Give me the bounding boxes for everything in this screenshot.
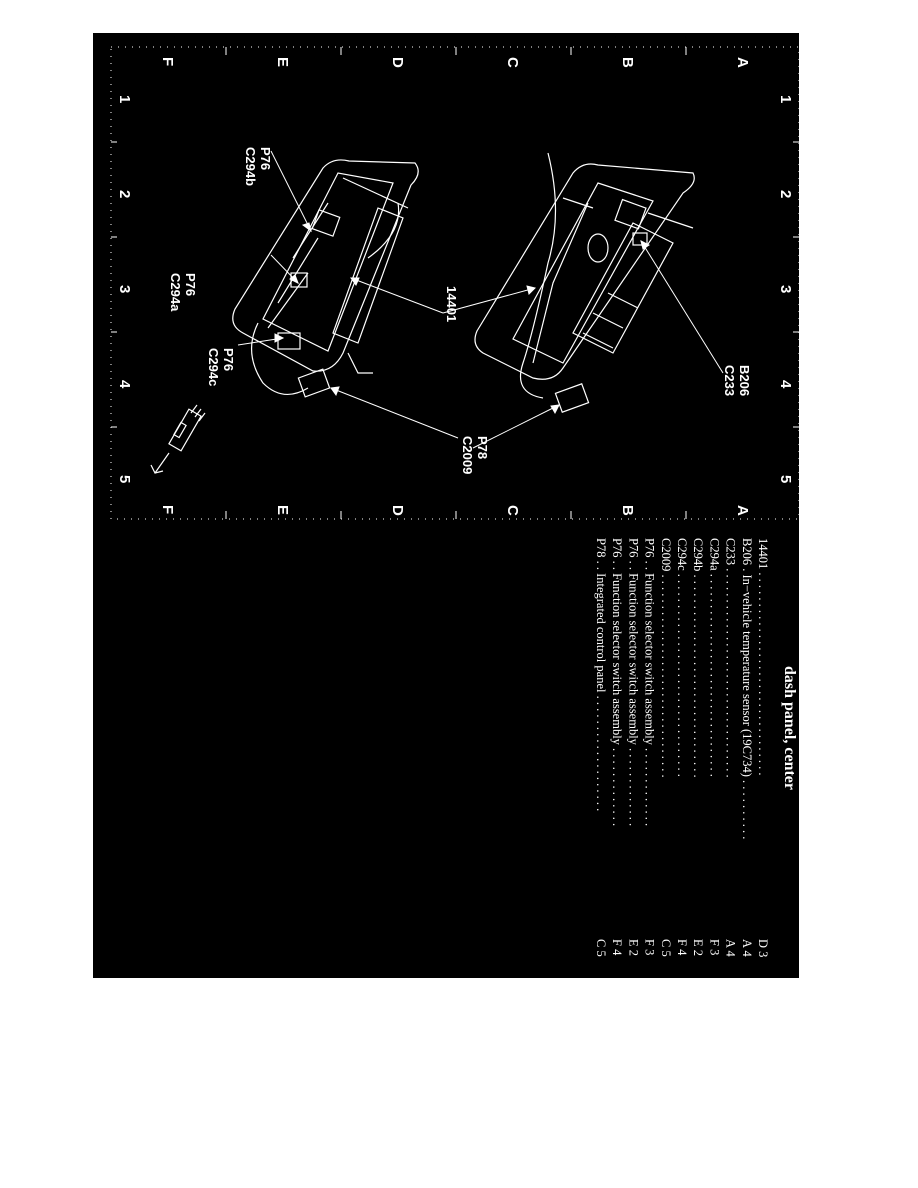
grid-row-label-top: B xyxy=(619,57,636,68)
legend-item-code: 14401 . . . . . . . . . . . . . . . . . … xyxy=(756,538,770,776)
callout-14401: 14401 xyxy=(444,286,459,322)
legend-item: C294a . . . . . . . . . . . . . . . . . … xyxy=(707,538,721,955)
grid-row-label-bottom: D xyxy=(389,505,406,516)
callout-p78: P78 xyxy=(475,436,490,459)
legend-item-location: E 2 xyxy=(626,939,640,956)
grid-col-label-right: 1 xyxy=(777,95,794,103)
grid-row-label-top: E xyxy=(274,57,291,67)
legend-item-code: P76 . . Function selector switch assembl… xyxy=(610,538,624,826)
connector-orientation-icon xyxy=(150,404,206,474)
legend-item: P76 . . Function selector switch assembl… xyxy=(610,538,624,956)
legend-item: C294b . . . . . . . . . . . . . . . . . … xyxy=(691,538,705,956)
grid-row-label-top: C xyxy=(504,57,521,68)
grid-col-label-right: 5 xyxy=(777,475,794,483)
grid-row-label-top: A xyxy=(734,57,751,68)
legend-item: 14401 . . . . . . . . . . . . . . . . . … xyxy=(756,538,770,957)
grid-row-label-bottom: B xyxy=(619,505,636,516)
grid-col-label-right: 3 xyxy=(777,285,794,293)
legend-item-code: B206 . In−vehicle temperature sensor (19… xyxy=(740,538,754,839)
unit-lower-illustration xyxy=(232,159,419,398)
grid-row-label-bottom: A xyxy=(734,505,751,516)
legend-item: P76 . . Function selector switch assembl… xyxy=(626,538,640,956)
wiring-locator-diagram: A B C D E F A B C D E F 1 2 3 4 5 1 2 3 4 5 xyxy=(110,46,799,957)
legend-title: dash panel, center xyxy=(781,666,798,790)
grid-row-label-top: D xyxy=(389,57,406,68)
unit-upper-illustration xyxy=(474,152,695,413)
callout-c233: C233 xyxy=(722,365,737,396)
callout-p76-c: P76 xyxy=(221,348,236,371)
grid-row-label-bottom: F xyxy=(159,505,176,514)
diagram-panel: A B C D E F A B C D E F 1 2 3 4 5 1 2 3 4 5 xyxy=(93,33,799,978)
legend-item: C233 . . . . . . . . . . . . . . . . . .… xyxy=(724,538,738,957)
legend-item-location: F 3 xyxy=(643,939,657,955)
grid-col-label-left: 3 xyxy=(116,285,133,293)
grid-frame xyxy=(110,46,799,520)
legend-item-location: F 3 xyxy=(707,939,721,955)
legend-item-location: E 2 xyxy=(691,939,705,956)
callout-leaders xyxy=(237,150,724,449)
legend-item-code: C294a . . . . . . . . . . . . . . . . . … xyxy=(707,538,721,777)
legend: dash panel, center 14401 . . . . . . . .… xyxy=(594,538,798,957)
legend-item-location: F 4 xyxy=(675,939,689,956)
legend-item: B206 . In−vehicle temperature sensor (19… xyxy=(740,538,754,957)
callout-c294a: C294a xyxy=(168,273,183,312)
legend-item-code: C2009 . . . . . . . . . . . . . . . . . … xyxy=(659,538,673,778)
legend-item-code: C294c . . . . . . . . . . . . . . . . . … xyxy=(675,538,689,777)
legend-item-code: P76 . . Function selector switch assembl… xyxy=(626,538,640,826)
legend-item-location: F 4 xyxy=(610,939,624,956)
legend-item-location: A 4 xyxy=(724,939,738,957)
grid-col-label-left: 4 xyxy=(116,380,133,389)
legend-item: P78 . . Integrated control panel . . . .… xyxy=(594,538,608,957)
grid-col-label-left: 5 xyxy=(116,475,133,483)
legend-item-location: C 5 xyxy=(594,939,608,957)
legend-item-code: P76 . . Function selector switch assembl… xyxy=(643,538,657,826)
legend-item: P76 . . Function selector switch assembl… xyxy=(643,538,657,955)
callout-p76-a: P76 xyxy=(183,273,198,296)
callout-c2009: C2009 xyxy=(460,436,475,474)
legend-item-location: A 4 xyxy=(740,939,754,957)
legend-item-code: C294b . . . . . . . . . . . . . . . . . … xyxy=(691,538,705,778)
grid-col-label-right: 2 xyxy=(777,190,794,198)
callout-p76-b: P76 xyxy=(258,147,273,170)
legend-item-location: C 5 xyxy=(659,939,673,957)
grid-row-label-top: F xyxy=(159,57,176,66)
grid-col-label-right: 4 xyxy=(777,380,794,389)
legend-item-location: D 3 xyxy=(756,939,770,957)
legend-item-code: P78 . . Integrated control panel . . . .… xyxy=(594,538,608,811)
legend-item-code: C233 . . . . . . . . . . . . . . . . . .… xyxy=(724,538,738,778)
callout-c294b: C294b xyxy=(243,147,258,186)
callout-c294c: C294c xyxy=(206,348,221,386)
grid-col-label-left: 1 xyxy=(116,95,133,103)
grid-row-label-bottom: C xyxy=(504,505,521,516)
callout-b206: B206 xyxy=(737,365,752,396)
legend-item: C2009 . . . . . . . . . . . . . . . . . … xyxy=(659,538,673,957)
grid-col-label-left: 2 xyxy=(116,190,133,198)
legend-item: C294c . . . . . . . . . . . . . . . . . … xyxy=(675,538,689,956)
grid-row-label-bottom: E xyxy=(274,505,291,515)
